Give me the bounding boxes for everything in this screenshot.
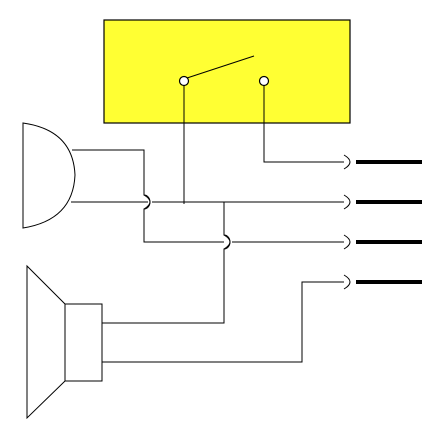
terminal-jack — [343, 154, 351, 170]
terminal-4 — [343, 274, 422, 290]
terminal-jack — [343, 274, 351, 290]
switch-lever — [186, 55, 255, 79]
terminal-jack — [343, 234, 351, 250]
speaker-cone — [26, 264, 66, 420]
switch-box — [103, 19, 351, 124]
speaker-icon — [26, 264, 103, 420]
microphone-icon — [22, 122, 76, 229]
wire-junction-to-speaker-top — [102, 202, 231, 324]
terminals — [343, 154, 422, 290]
terminal-3 — [343, 234, 422, 250]
wire-microphone-top-to-terminal-3 — [72, 149, 344, 243]
wire-speaker-bottom-to-terminal-4 — [102, 281, 344, 363]
switch-contact-left — [178, 75, 190, 87]
crossovers — [143, 194, 231, 250]
wires — [71, 86, 344, 363]
speaker-magnet — [64, 303, 103, 382]
switch — [178, 55, 270, 87]
wire-switch-right-to-terminal-1 — [263, 86, 344, 163]
crossover-2 — [223, 234, 231, 250]
crossover-1 — [143, 194, 151, 210]
terminal-jack — [343, 194, 351, 210]
terminal-2 — [343, 194, 422, 210]
switch-contact-right — [258, 75, 270, 87]
terminal-1 — [343, 154, 422, 170]
